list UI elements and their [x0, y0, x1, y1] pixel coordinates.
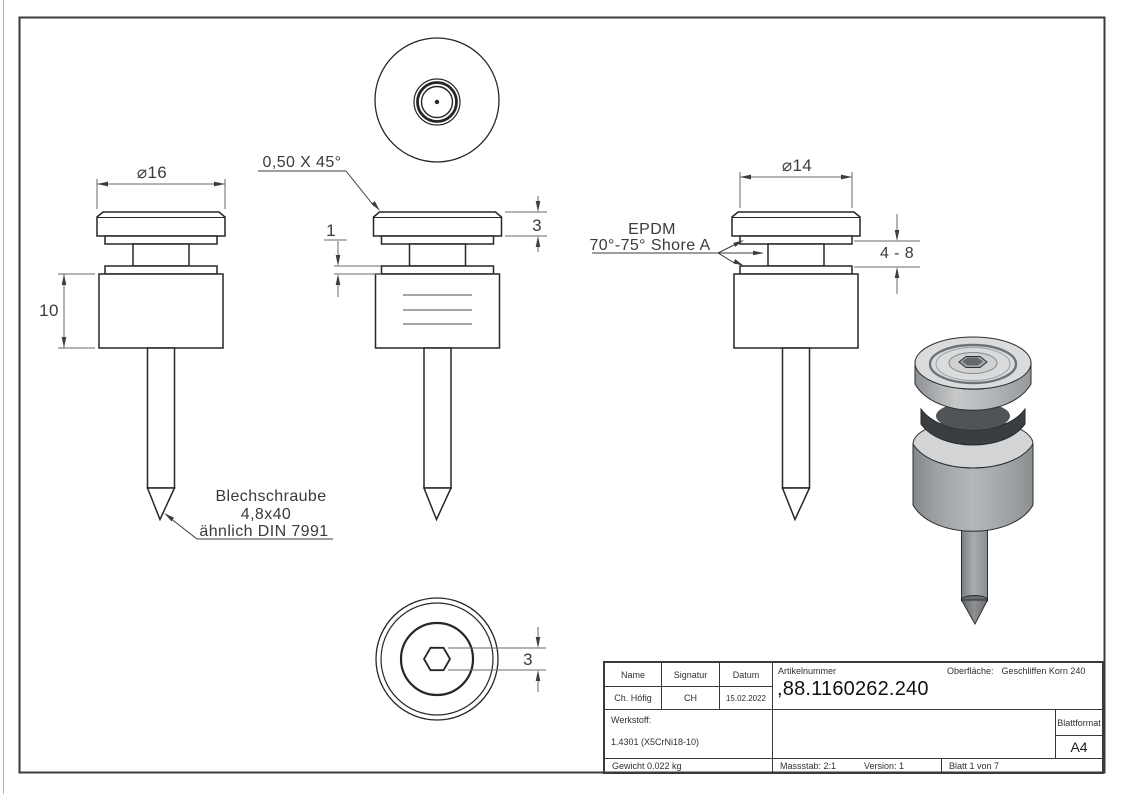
hex-socket: [958, 356, 988, 368]
name-value-cell: Ch. Höfig: [605, 687, 662, 710]
datum-label-cell: Datum: [720, 663, 773, 687]
werkstoff-value: 1.4301 (X5CrNi18-10): [611, 737, 700, 747]
dim-d16-label: ⌀16: [137, 163, 167, 182]
empty-cell: [773, 710, 1055, 759]
datum-value-cell: 15.02.2022: [720, 687, 773, 710]
dim-3-cap-label: 3: [532, 216, 542, 235]
front-view-left: [96, 211, 226, 522]
title-block: Name Signatur Datum Ch. Höfig CH 15.02.2…: [603, 661, 1104, 774]
epdm-note-line1: EPDM: [628, 221, 676, 238]
bottom-view: [375, 597, 499, 721]
front-view-middle: [372, 211, 503, 522]
signatur-value-cell: CH: [662, 687, 720, 710]
blattformat-label-cell: Blattformat: [1055, 710, 1102, 736]
blatt-cell: Blatt 1 von 7: [949, 760, 1000, 771]
artikelnummer-label: Artikelnummer: [778, 666, 837, 676]
dim-3-hex-label: 3: [523, 650, 533, 669]
artikelnummer-cell: Artikelnummer ,88.1160262.240 Oberfläche…: [773, 663, 1102, 710]
dim-d14-label: ⌀14: [782, 156, 812, 175]
dim-10-label: 10: [39, 301, 59, 320]
blattformat-value-cell: A4: [1055, 736, 1102, 759]
front-view-right: [731, 211, 861, 522]
sheet-frame: [18, 16, 1106, 774]
render-3d: [912, 336, 1034, 626]
screw-note-line2: 4,8x40: [241, 506, 291, 523]
dimension-arrows: [61, 174, 900, 681]
dim-1-label: 1: [326, 221, 336, 240]
screw-note-line3: ähnlich DIN 7991: [199, 523, 328, 540]
gewicht-cell: Gewicht 0.022 kg: [605, 759, 773, 772]
knurl-lines: [403, 294, 472, 325]
werkstoff-cell: Werkstoff: 1.4301 (X5CrNi18-10): [605, 710, 773, 759]
signatur-label-cell: Signatur: [662, 663, 720, 687]
oberflaeche: Oberfläche:Geschliffen Korn 240: [947, 666, 1086, 676]
version-value: Version: 1: [864, 760, 905, 771]
dimension-lines: [58, 170, 920, 692]
top-view: [374, 37, 500, 163]
epdm-note-line2: 70°-75° Shore A: [589, 237, 710, 254]
werkstoff-label: Werkstoff:: [611, 715, 652, 725]
page-edge-line: [3, 0, 4, 794]
massstab-cell: Massstab: 2:1 Version: 1: [773, 759, 942, 772]
chamfer-note: 0,50 X 45°: [263, 154, 342, 171]
artikelnummer-value: ,88.1160262.240: [777, 678, 929, 700]
dim-4-8-label: 4 - 8: [880, 245, 914, 262]
name-label-cell: Name: [605, 663, 662, 687]
screw-note-line1: Blechschraube: [215, 488, 326, 505]
massstab-value: Massstab: 2:1: [780, 760, 837, 771]
